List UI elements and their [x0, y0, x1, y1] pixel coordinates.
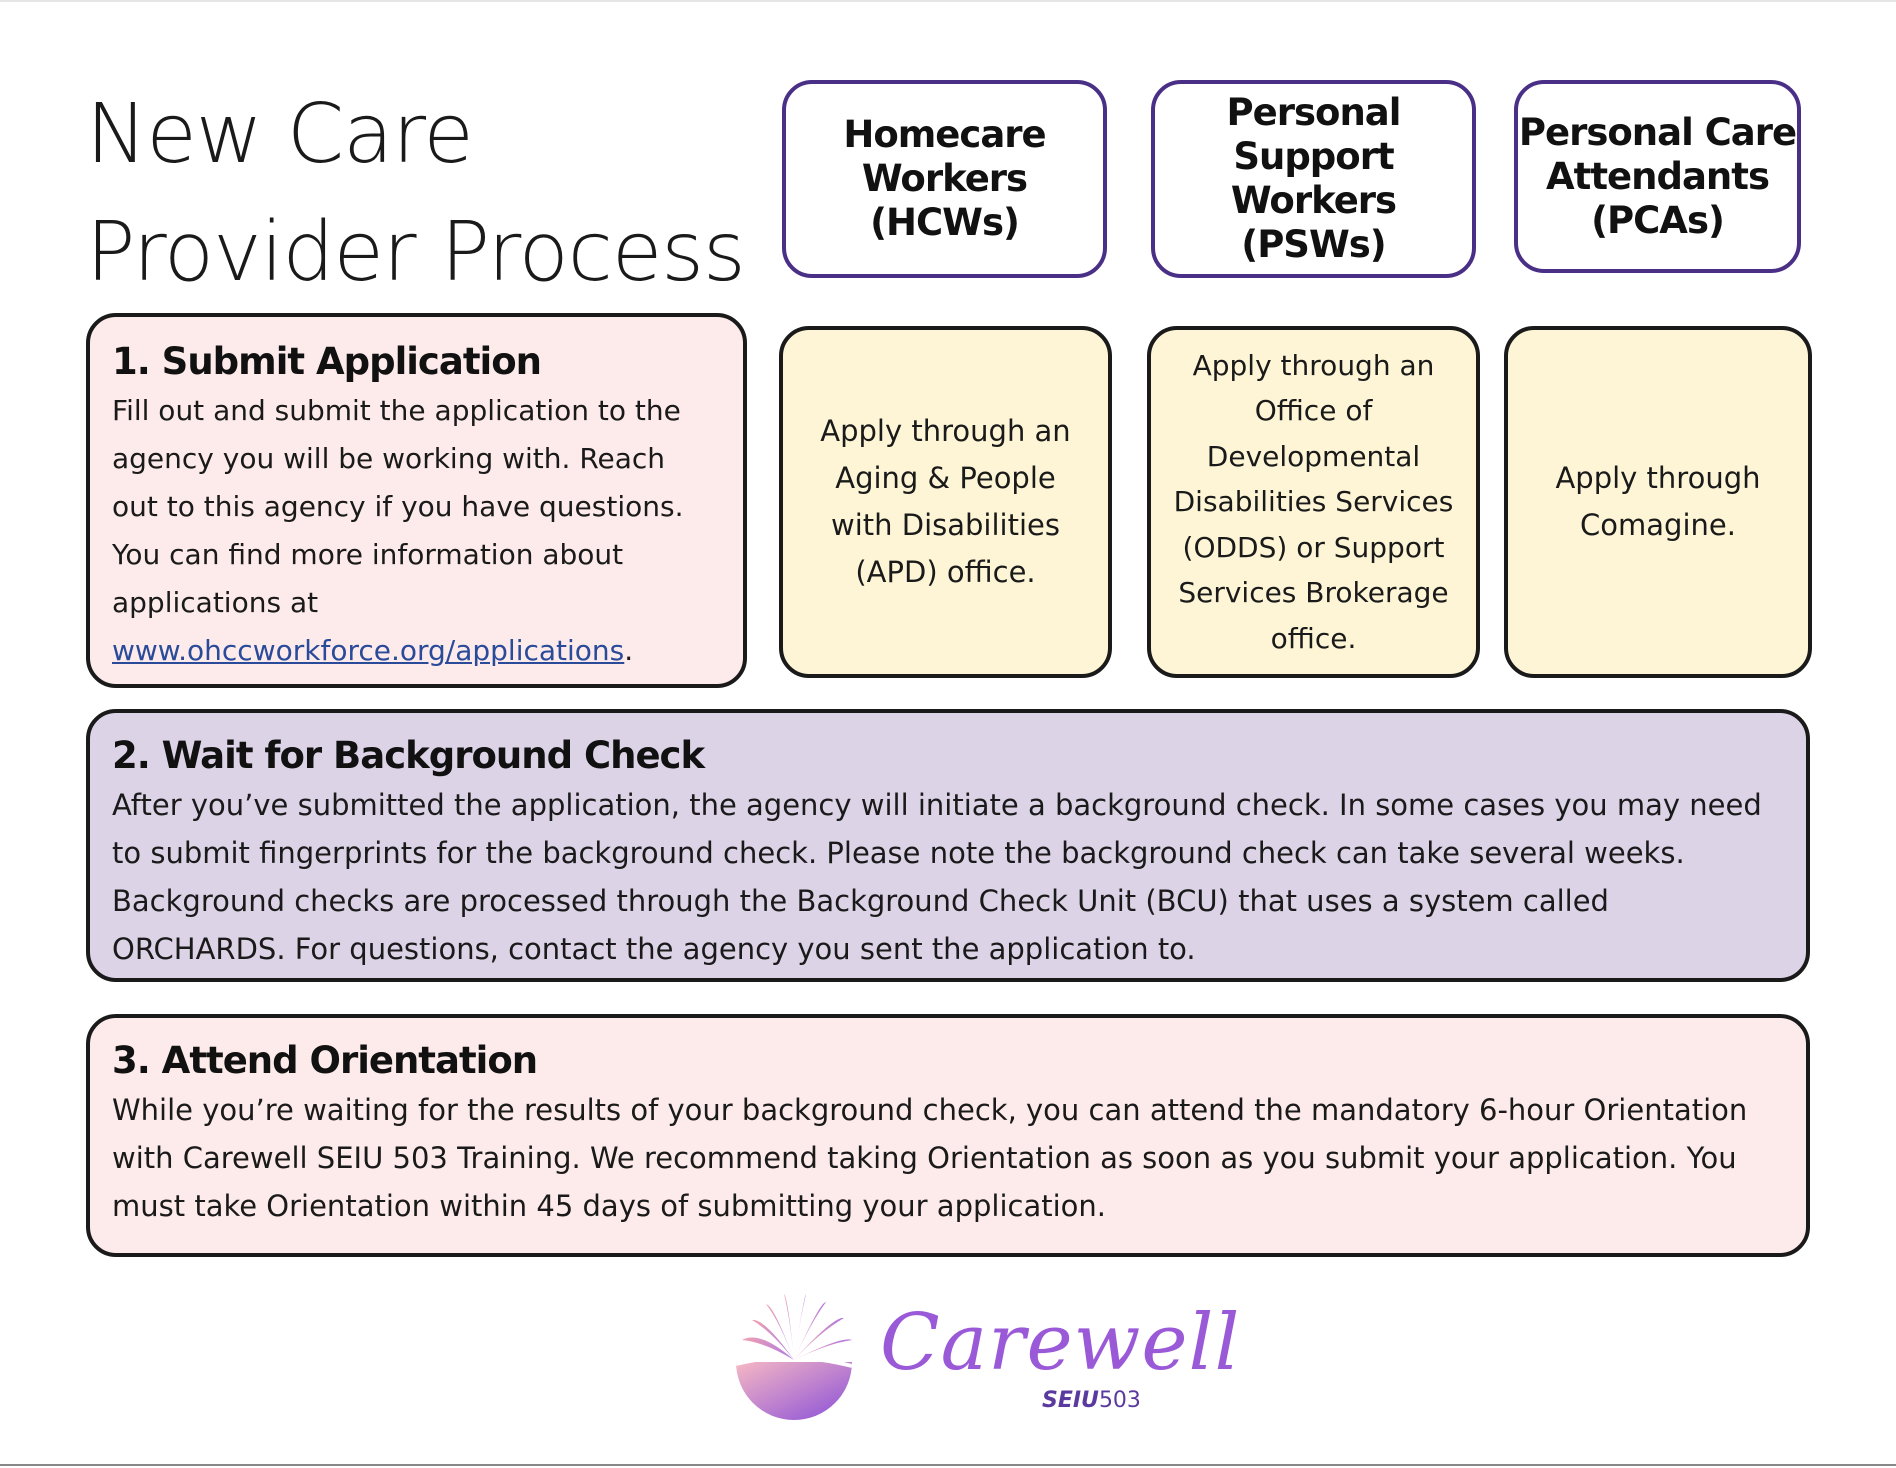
hcw-apply-text: Apply through an Aging & People with Dis… — [820, 414, 1071, 589]
psw-apply-text: Apply through an Office of Developmental… — [1173, 348, 1454, 655]
seiu-503-label: SEIU503 — [1042, 1388, 1141, 1414]
psw-apply-cell: Apply through an Office of Developmental… — [1147, 326, 1480, 678]
bottom-rule — [0, 1464, 1896, 1466]
column-header-psw: Personal Support Workers (PSWs) — [1151, 80, 1476, 278]
column-header-psw-line-1: Personal Support — [1226, 91, 1402, 178]
step-3-body: While you’re waiting for the results of … — [112, 1093, 1748, 1223]
top-rule — [0, 0, 1896, 2]
seiu-label: SEIU — [1042, 1388, 1099, 1413]
column-header-psw-line-2: Workers (PSWs) — [1230, 179, 1397, 266]
step-1-card: 1. Submit Application Fill out and submi… — [86, 313, 747, 688]
step-1-text: Fill out and submit the application to t… — [112, 394, 684, 619]
pca-apply-text: Apply through Comagine. — [1555, 461, 1761, 542]
column-header-hcw: Homecare Workers (HCWs) — [782, 80, 1107, 278]
column-header-pca-line-3: (PCAs) — [1591, 198, 1725, 242]
column-header-hcw-line-2: Workers (HCWs) — [861, 157, 1028, 244]
step-2-body: After you’ve submitted the application, … — [112, 788, 1762, 966]
step-1-body: Fill out and submit the application to t… — [112, 387, 719, 675]
step-1-title: 1. Submit Application — [112, 340, 542, 383]
sunburst-logo-icon — [735, 1294, 853, 1420]
carewell-logo: Carewell SEIU503 — [730, 1290, 1239, 1430]
column-header-pca-line-1: Personal Care — [1518, 110, 1797, 154]
column-header-pca-line-2: Attendants — [1546, 154, 1770, 198]
local-503-label: 503 — [1098, 1388, 1141, 1413]
step-3-title: 3. Attend Orientation — [112, 1039, 538, 1082]
column-header-hcw-line-1: Homecare — [843, 113, 1046, 156]
carewell-wordmark: Carewell — [880, 1298, 1241, 1388]
page-title-line-2: Provider Process — [86, 205, 746, 300]
pca-apply-cell: Apply through Comagine. — [1504, 326, 1812, 678]
page-title: New Care Provider Process — [86, 76, 746, 312]
applications-link[interactable]: www.ohccworkforce.org/applications — [112, 634, 625, 667]
hcw-apply-cell: Apply through an Aging & People with Dis… — [779, 326, 1112, 678]
step-2-title: 2. Wait for Background Check — [112, 734, 705, 777]
step-3-card: 3. Attend Orientation While you’re waiti… — [86, 1014, 1810, 1257]
page-title-line-1: New Care — [86, 87, 474, 182]
column-header-pca: Personal Care Attendants (PCAs) — [1514, 80, 1801, 273]
step-2-card: 2. Wait for Background Check After you’v… — [86, 709, 1810, 982]
step-1-period: . — [624, 634, 634, 667]
